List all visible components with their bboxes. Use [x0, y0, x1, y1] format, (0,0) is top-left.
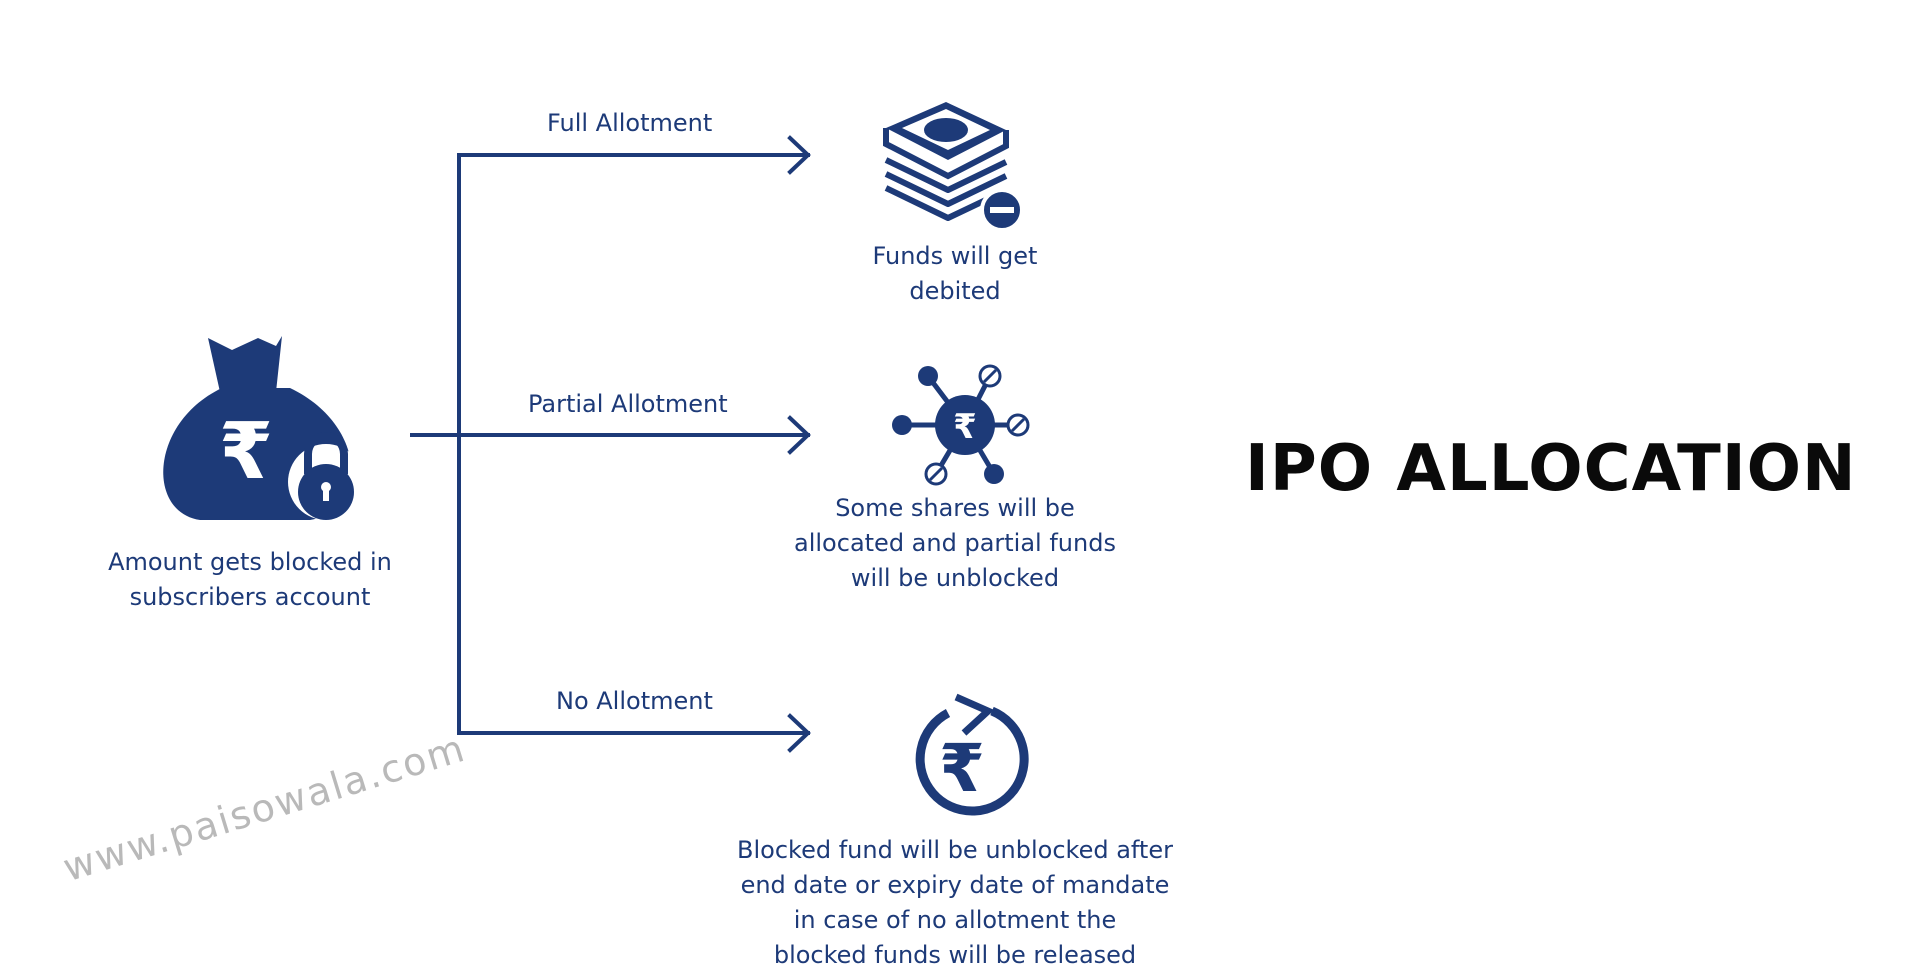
full-allotment-caption-line: debited: [909, 277, 1001, 305]
rupee-network-icon: ₹: [892, 364, 1030, 486]
partial-allotment-caption-line: allocated and partial funds: [794, 529, 1116, 557]
source-caption-line: subscribers account: [129, 583, 371, 611]
arrow-full-allotment: [457, 135, 811, 175]
svg-text:₹: ₹: [953, 407, 977, 447]
arrow-no-allotment: [457, 713, 811, 753]
no-allotment-caption-line: blocked funds will be released: [773, 941, 1137, 965]
full-allotment-caption-line: Funds will get: [872, 242, 1038, 270]
source-caption-line: Amount gets blocked in: [108, 548, 392, 576]
branch-label-full-allotment: Full Allotment: [547, 109, 713, 137]
partial-allotment-caption-line: will be unblocked: [850, 564, 1060, 592]
no-allotment-caption: Blocked fund will be unblocked after end…: [700, 833, 1210, 965]
source-caption: Amount gets blocked in subscribers accou…: [70, 545, 430, 615]
partial-allotment-caption: Some shares will be allocated and partia…: [770, 491, 1140, 596]
no-allotment-caption-line: Blocked fund will be unblocked after: [737, 836, 1173, 864]
no-allotment-caption-line: end date or expiry date of mandate: [740, 871, 1170, 899]
no-allotment-caption-line: in case of no allotment the: [793, 906, 1117, 934]
partial-allotment-caption-line: Some shares will be: [835, 494, 1075, 522]
money-bag-rupee-lock-icon: ₹: [163, 336, 360, 520]
full-allotment-caption: Funds will get debited: [820, 239, 1090, 309]
rupee-refresh-icon: ₹: [915, 693, 1029, 816]
svg-text:₹: ₹: [219, 407, 273, 497]
branch-label-no-allotment: No Allotment: [556, 687, 713, 715]
money-stack-minus-icon: [883, 102, 1024, 232]
svg-text:₹: ₹: [939, 730, 985, 807]
page-title: IPO ALLOCATION: [1245, 432, 1857, 506]
branch-label-partial-allotment: Partial Allotment: [528, 390, 728, 418]
arrow-partial-allotment: [410, 415, 811, 455]
